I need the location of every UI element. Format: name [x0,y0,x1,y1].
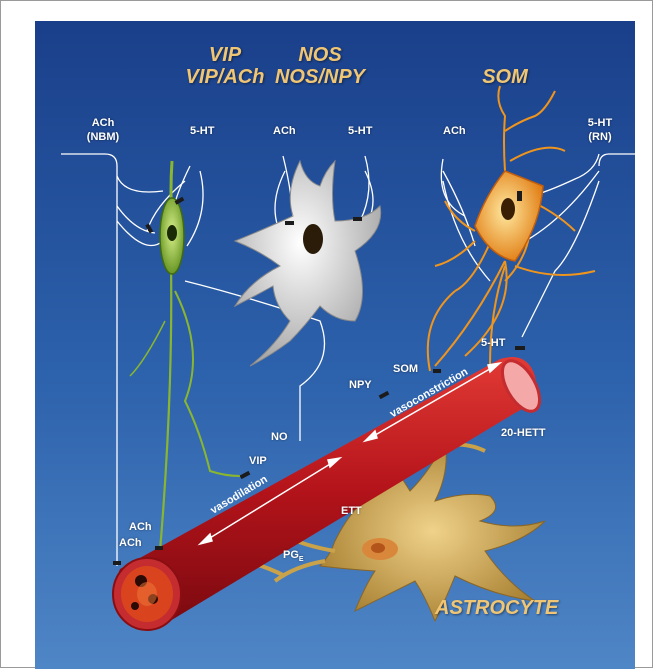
ach-lower-label: ACh [119,537,142,549]
vip-title: VIP [185,43,265,67]
pg-subscript: E [299,556,304,563]
five-ht-left-label: 5-HT [190,125,214,137]
ach-upper-label: ACh [129,521,152,533]
five-ht-mid-label: 5-HT [348,125,372,137]
diagram-panel: VIP VIP/ACh NOS NOS/NPY SOM ASTROCYTE AC… [35,21,635,669]
rn-label: (RN) [580,131,620,143]
twenty-hett-label: 20-HETT [501,427,546,439]
ach-mid-label: ACh [273,125,296,137]
vip-ach-title: VIP/ACh [185,65,265,89]
no-label: NO [271,431,288,443]
ach-right-label: ACh [443,125,466,137]
som-mediator-label: SOM [393,363,418,375]
nos-npy-title: NOS/NPY [265,65,375,89]
som-title: SOM [465,65,545,89]
five-ht-rn-label: 5-HT [580,117,620,129]
astrocyte-title: ASTROCYTE [435,597,558,620]
neurovascular-diagram [35,21,635,669]
nbm-label: (NBM) [83,131,123,143]
som-nucleus [501,198,515,220]
npy-label: NPY [349,379,372,391]
nos-title: NOS [265,43,375,67]
vip-label: VIP [249,455,267,467]
pg-label: PGE [283,549,304,566]
ett-label: ETT [341,505,362,517]
ach-nbm-label: ACh [83,117,123,129]
five-ht-mediator-label: 5-HT [481,337,505,349]
